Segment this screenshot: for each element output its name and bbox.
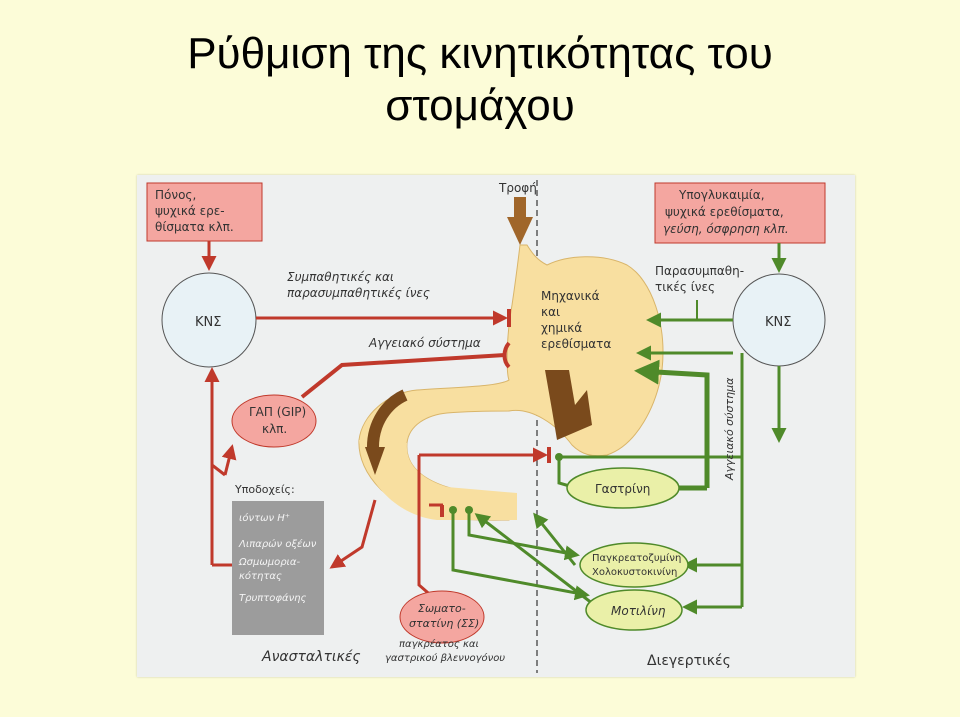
receptor-1: ιόντων H⁺	[239, 512, 290, 524]
gip-line-2: κλπ.	[262, 422, 287, 436]
pancreozymin-line-1: Παγκρεατοζυμίνη	[592, 552, 681, 564]
diagram-svg: Τροφή Πόνος, ψυχικά ερε- θίσματα κλπ. Υπ…	[137, 175, 855, 677]
parasympathetic-line-2: τικές ίνες	[655, 280, 715, 294]
box-pain-stimuli	[146, 182, 263, 242]
inhibitory-label: Ανασταλτικές	[261, 649, 361, 665]
stimuli-line-2: και	[541, 305, 560, 319]
box-right-line-1: Υπογλυκαιμία,	[678, 188, 765, 202]
vascular-right-label: Αγγειακό σύστημα	[723, 377, 736, 481]
stomach-motility-diagram: Τροφή Πόνος, ψυχικά ερε- θίσματα κλπ. Υπ…	[137, 175, 855, 677]
pancreozymin-line-2: Χολοκυστοκινίνη	[592, 566, 677, 578]
stimuli-line-3: χημικά	[541, 321, 582, 335]
page-title: Ρύθμιση της κινητικότητας του στομάχου	[0, 28, 960, 132]
box-left-line-1: Πόνος,	[155, 188, 196, 202]
box-left-line-2: ψυχικά ερε-	[155, 204, 225, 218]
pancreozymin-ellipse	[579, 542, 689, 588]
gip-ellipse	[231, 394, 317, 448]
gastrin-label: Γαστρίνη	[595, 482, 650, 496]
stimuli-line-4: ερεθίσματα	[541, 337, 611, 351]
gip-line-1: ΓΑΠ (GIP)	[249, 405, 306, 419]
box-left-line-3: θίσματα κλπ.	[155, 220, 234, 234]
somatostatin-ellipse	[399, 590, 485, 644]
green-network	[449, 453, 744, 615]
motilin-label: Μοτιλίνη	[611, 604, 666, 618]
cns-right-label: ΚΝΣ	[765, 315, 791, 330]
box-right-line-2: ψυχικά ερεθίσματα,	[665, 205, 784, 219]
parasympathetic-line-1: Παρασυμπαθη-	[655, 264, 744, 278]
sympathetic-line-1: Συμπαθητικές και	[287, 270, 394, 284]
motilin-ellipse	[585, 589, 683, 631]
receptor-3: Ωσμωμορια-	[238, 557, 301, 568]
vascular-right-group: Αγγειακό σύστημα	[634, 359, 736, 491]
somatostatin-line-3: παγκρέατος και	[399, 638, 479, 650]
food-arrow	[507, 197, 533, 245]
somatostatin-line-1: Σωματο-	[418, 602, 466, 615]
receptors-title: Υποδοχείς:	[234, 483, 295, 496]
receptors-box	[232, 501, 324, 635]
title-line-1: Ρύθμιση της κινητικότητας του	[187, 29, 773, 78]
stimuli-line-1: Μηχανικά	[541, 289, 600, 303]
somatostatin-line-2: στατίνη (ΣΣ)	[409, 617, 479, 630]
vascular-left-label: Αγγειακό σύστημα	[368, 336, 481, 350]
receptor-2: Λιπαρών οξέων	[238, 538, 317, 550]
title-line-2: στομάχου	[385, 81, 575, 130]
peristalsis-arrows	[365, 370, 592, 475]
stomach	[358, 244, 664, 521]
somatostatin-line-4: γαστρικού βλεννογόνου	[385, 652, 505, 664]
food-label: Τροφή	[498, 181, 537, 195]
receptor-3b: κότητας	[239, 570, 282, 582]
box-hypoglycemia-stimuli	[654, 182, 826, 244]
box-right-line-3: γεύση, όσφρηση κλπ.	[663, 222, 789, 236]
arrow-duodenum-to-receptors	[329, 499, 377, 569]
sympathetic-line-2: παρασυμπαθητικές ίνες	[287, 286, 430, 300]
excitatory-label: Διεγερτικές	[647, 653, 731, 669]
arrow-vascular-left	[300, 353, 506, 399]
receptor-4: Τρυπτοφάνης	[239, 592, 307, 604]
cns-left-label: ΚΝΣ	[195, 315, 221, 330]
